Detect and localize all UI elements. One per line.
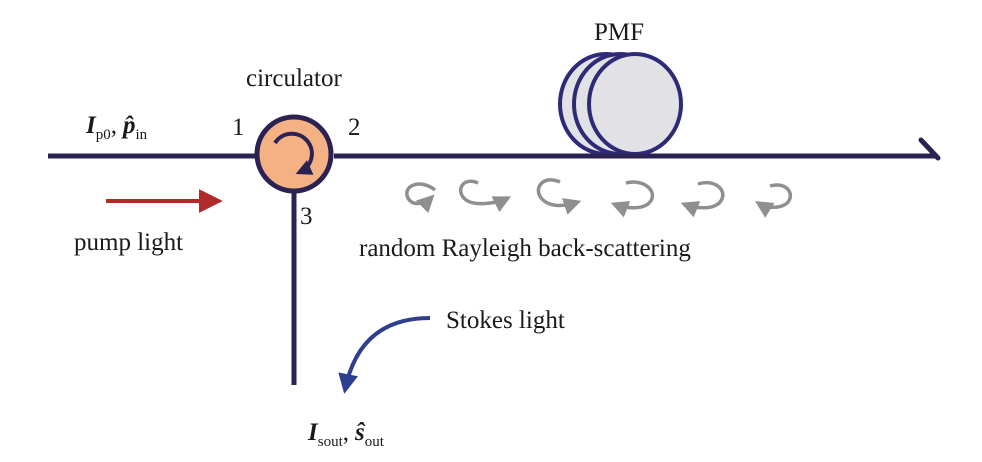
port-3-label: 3: [300, 203, 313, 230]
output-separator: ,: [343, 419, 349, 446]
loop-arrow-icon: [610, 180, 655, 218]
loop-arrow-icon: [458, 179, 512, 213]
pmf-label: PMF: [594, 19, 644, 46]
pmf-spool: [558, 52, 683, 156]
output-intensity-symbol: I: [307, 419, 319, 446]
port-1-label: 1: [232, 114, 245, 141]
output-polarization-subscript: out: [365, 434, 385, 450]
input-separator: ,: [111, 112, 117, 139]
loop-arrow-icon: [405, 182, 437, 214]
loop-arrow-icon: [536, 178, 582, 215]
circular-arrow-icon: [273, 131, 314, 175]
stokes-arrow-icon: [338, 316, 431, 394]
circulator: [254, 114, 334, 194]
output-polarization-symbol: ŝ: [354, 419, 366, 446]
input-intensity-subscript: p0: [96, 127, 111, 143]
input-expression: Ip0,p̂in: [85, 112, 148, 143]
input-polarization-subscript: in: [135, 127, 147, 143]
output-expression: Isout,ŝout: [307, 419, 385, 450]
port-2-label: 2: [348, 114, 361, 141]
input-polarization-symbol: p̂: [121, 112, 136, 139]
loop-arrow-icon: [680, 180, 725, 218]
output-intensity-subscript: sout: [318, 434, 344, 450]
circulator-label: circulator: [246, 65, 342, 92]
pump-light-label: pump light: [74, 229, 183, 256]
input-intensity-symbol: I: [85, 112, 97, 139]
fiber-end-tick: [918, 137, 941, 161]
circulator-body: [254, 114, 334, 194]
rayleigh-label: random Rayleigh back-scattering: [359, 235, 691, 262]
rayleigh-loops: [405, 178, 792, 218]
stokes-light-label: Stokes light: [446, 307, 565, 334]
loop-arrow-icon: [755, 183, 792, 218]
spool-disc-front: [587, 52, 683, 156]
